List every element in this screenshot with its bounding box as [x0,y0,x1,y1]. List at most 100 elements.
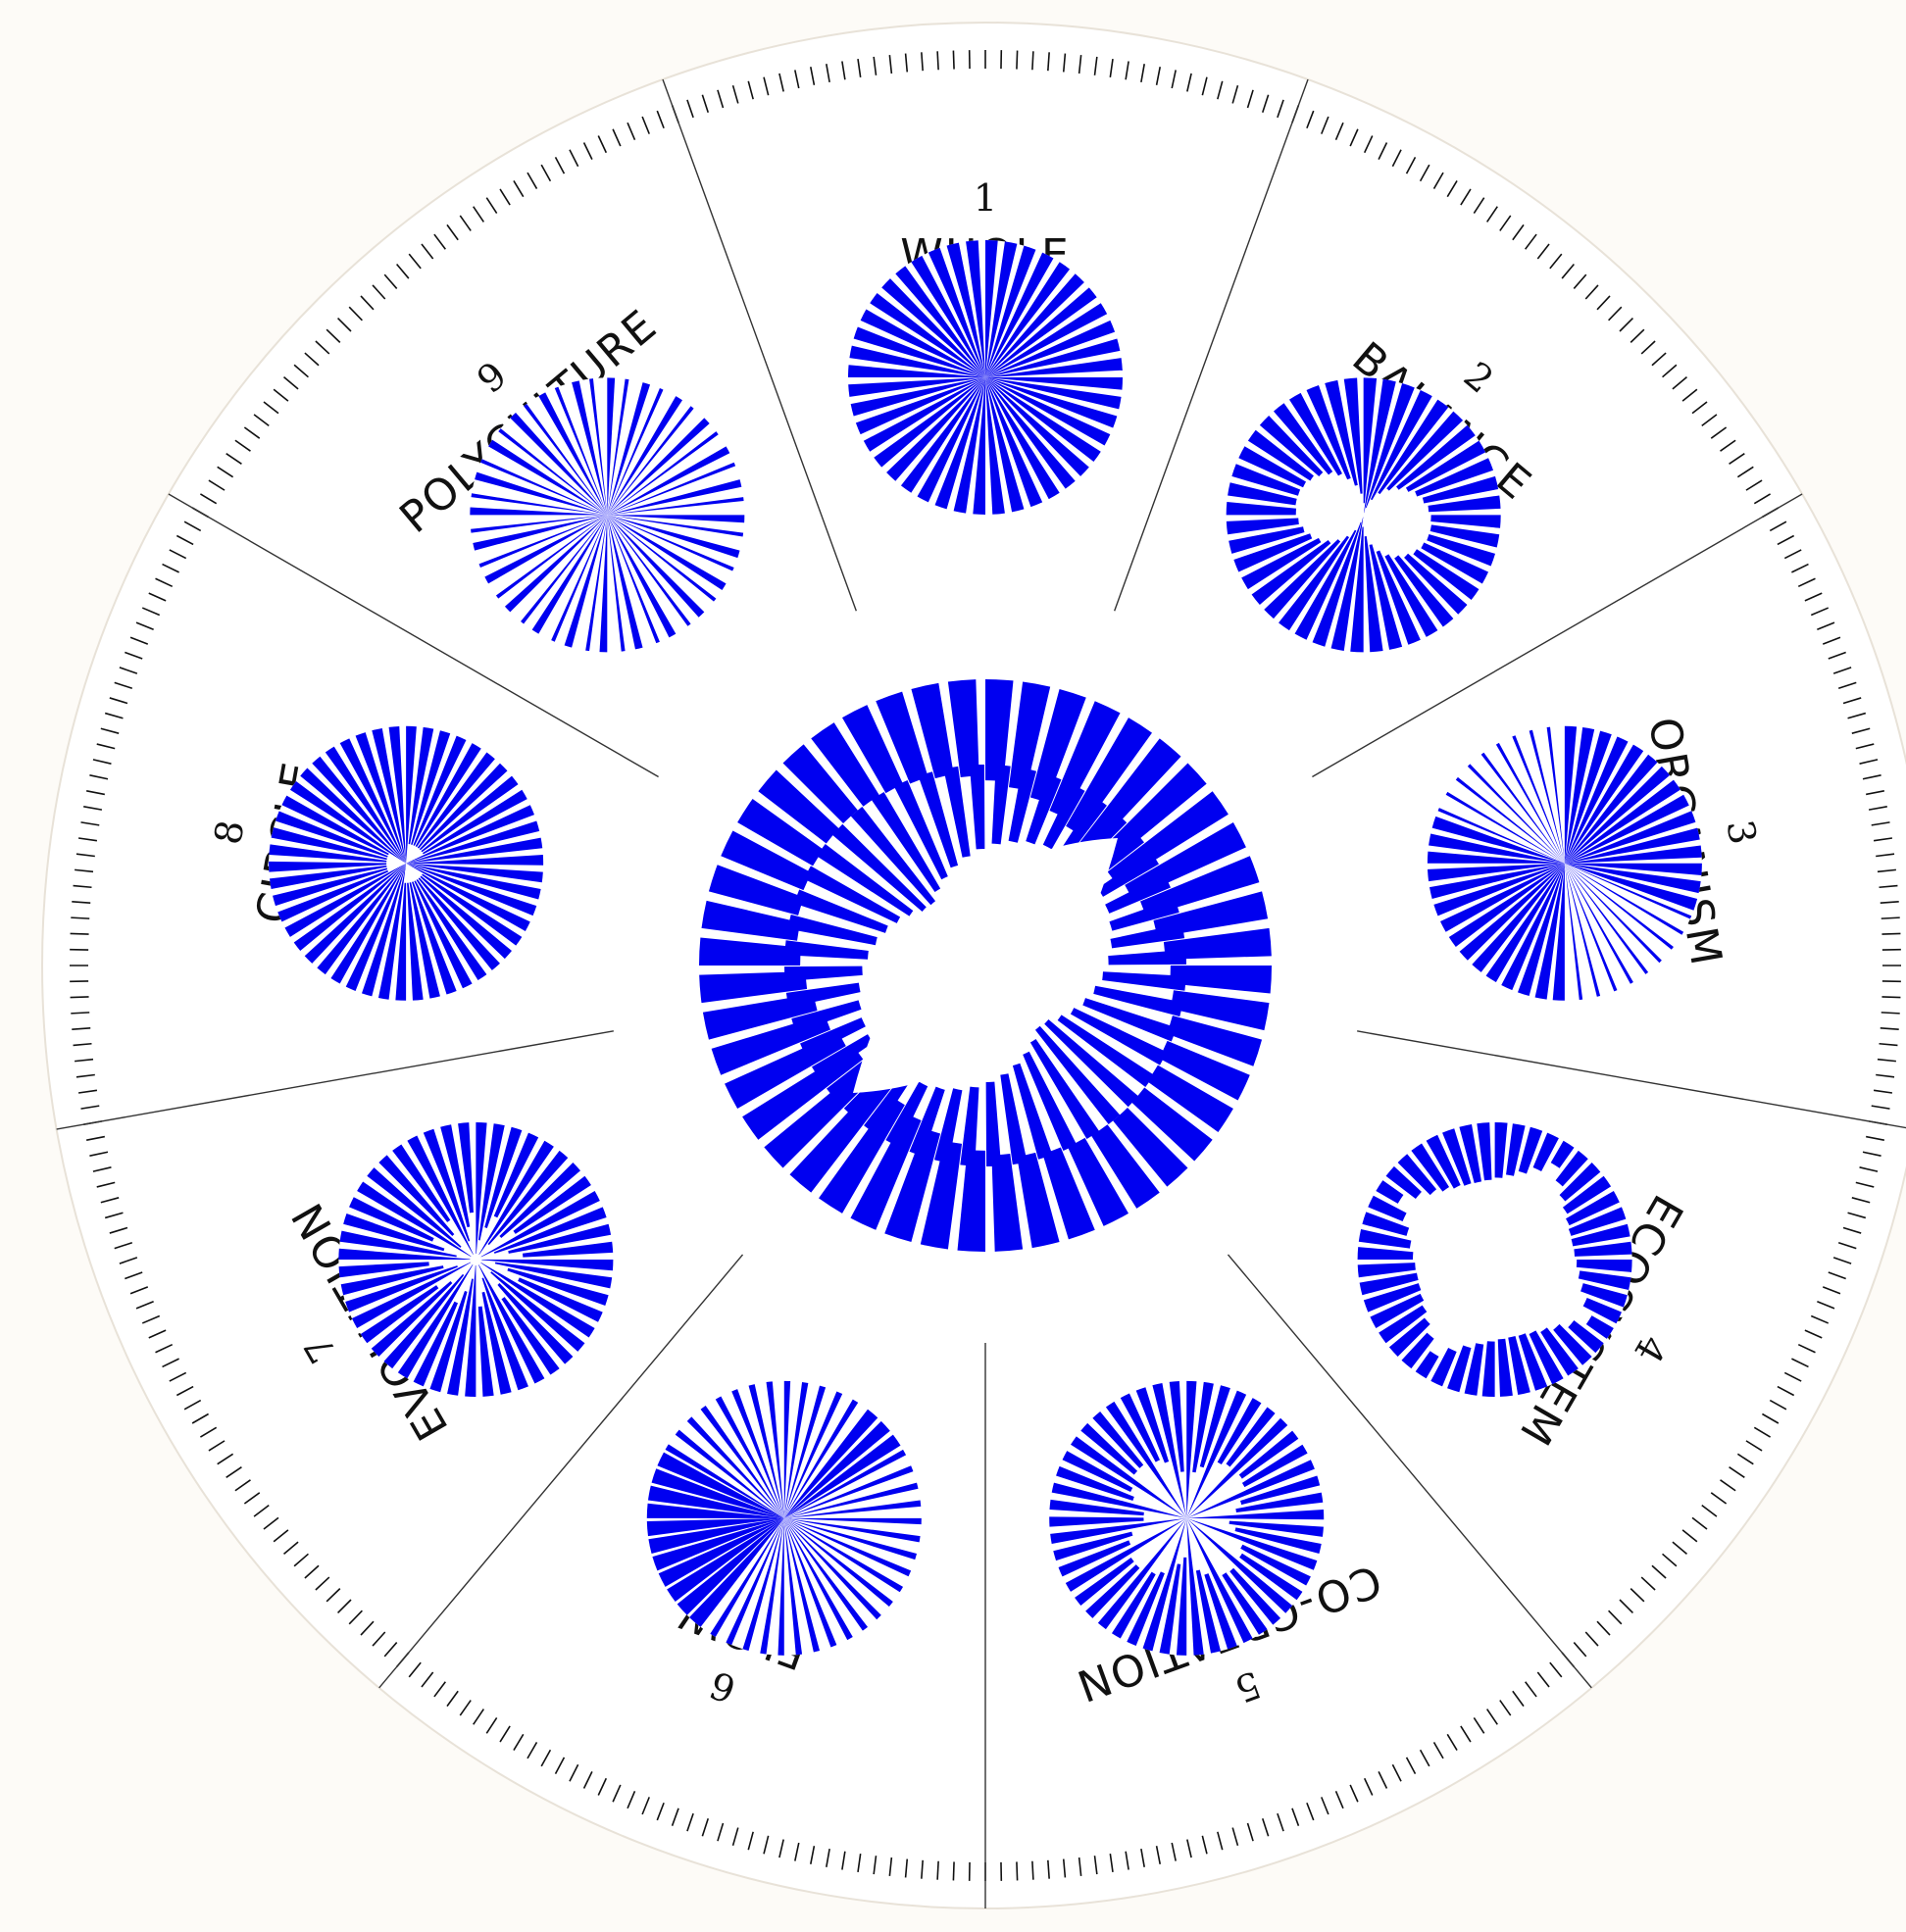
sunburst-ray [415,743,481,848]
tick-mark [169,1371,187,1382]
sunburst-ray [1186,1510,1325,1520]
sunburst-ray [478,1140,554,1256]
tick-mark [1231,84,1239,104]
tick-mark [243,1492,261,1505]
sunburst-ray [1186,1517,1318,1570]
sector-divider [1357,1030,1906,1135]
tick-mark [135,621,154,630]
sector-divider [361,1254,744,1709]
tick-mark [141,607,161,617]
tick-mark [96,743,116,750]
sunburst-ray [510,413,608,516]
sunburst-ray [300,768,407,864]
sunburst-ray [499,1163,581,1238]
sunburst-ray [900,377,985,493]
sunburst-ray [1566,1191,1620,1226]
sunburst-ray [748,1384,784,1518]
sunburst-ray [471,515,608,533]
tick-mark [1446,1733,1458,1752]
sunburst-ray [947,679,979,778]
sunburst-ray [871,792,941,893]
sunburst-ray [855,377,985,435]
tick-mark [1619,317,1634,332]
sunburst-ray [493,1132,539,1218]
tick-mark [1093,56,1098,75]
principle-emblem-evolution [338,1122,614,1397]
sunburst-ray [361,863,407,997]
sunburst-ray [339,1230,457,1258]
tick-mark [1432,1742,1444,1759]
sunburst-ray [1142,1517,1187,1652]
tick-mark [1217,1831,1224,1851]
tick-mark [1349,128,1359,147]
sunburst-ray [1234,1527,1322,1555]
tick-mark [383,1642,398,1658]
tick-mark [1596,1620,1611,1636]
tick-mark [360,295,375,311]
tick-mark [1391,149,1402,168]
tick-mark [1842,697,1862,705]
sunburst-ray [784,966,863,982]
sunburst-ray [1350,526,1364,653]
tick-mark [1499,215,1512,231]
tick-mark [888,1857,893,1876]
sunburst-ray [1247,429,1314,481]
sunburst-ray [1078,738,1181,854]
tick-mark [75,1073,95,1078]
sunburst-ray [911,255,985,377]
tick-mark [1171,70,1177,89]
tick-mark [1791,563,1809,573]
sunburst-ray [1564,863,1601,997]
tick-mark [208,1440,226,1452]
tick-mark [86,789,105,796]
sunburst-ray [1113,1107,1188,1187]
principle-number: 1 [974,176,997,220]
sunburst-ray [281,795,389,856]
sunburst-ray [1564,863,1702,876]
sunburst-ray [406,725,417,864]
tick-mark [921,1859,924,1879]
tick-mark [1460,1725,1472,1743]
sunburst-ray [1495,742,1565,864]
tick-mark [119,667,138,674]
sunburst-ray [495,515,608,599]
sunburst-ray [1056,1465,1134,1502]
sunburst-ray [648,1517,784,1555]
sunburst-ray [1364,535,1383,653]
tick-mark [1762,1412,1780,1424]
sunburst-ray [783,1449,907,1518]
tick-mark [1261,1817,1270,1837]
sunburst-ray [1564,863,1583,1001]
sunburst-ray [1062,1451,1133,1492]
sunburst-ray [1440,863,1565,932]
tick-mark [1651,1564,1667,1579]
sunburst-ray [911,682,954,779]
tick-mark [421,243,434,260]
sunburst-ray [1512,735,1565,864]
tick-mark [119,1257,138,1264]
sunburst-ray [864,1073,912,1134]
sunburst-ray [1108,949,1186,966]
sector-divider [144,479,659,778]
sunburst-ray [985,377,1118,428]
tick-mark [1306,110,1315,129]
sunburst-ray [1343,377,1363,494]
sunburst-ray [783,1409,878,1518]
tick-mark [1855,1181,1875,1188]
tick-mark [794,1842,800,1861]
sunburst-ray [408,726,434,845]
tick-mark [408,253,422,270]
tick-mark [473,1709,485,1725]
tick-mark [199,493,218,505]
tick-mark [888,55,893,74]
sunburst-ray [1105,873,1171,914]
tick-mark [1446,179,1458,198]
sunburst-ray [480,1191,600,1258]
tick-mark [162,563,179,573]
tick-mark [527,1742,538,1759]
sunburst-ray [392,1144,451,1222]
sunburst-ray [651,1468,784,1518]
sunburst-ray [1159,1040,1250,1101]
sunburst-ray [1186,1380,1197,1518]
tick-mark [1584,284,1599,300]
